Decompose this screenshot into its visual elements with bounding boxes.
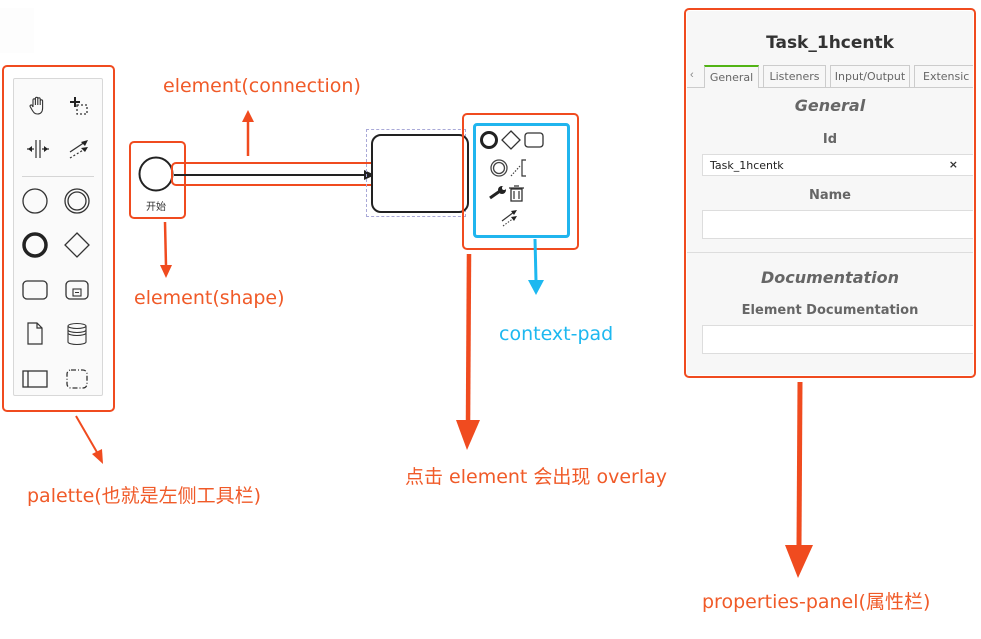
global-connect-tool[interactable] <box>64 134 94 164</box>
element-documentation-label: Element Documentation <box>741 303 919 318</box>
start-event-label: 开始 <box>146 202 166 213</box>
tab-general[interactable]: General <box>704 65 759 88</box>
start-event-icon <box>22 188 48 214</box>
group-icon <box>66 369 88 389</box>
palette-annotation: palette(也就是左侧工具栏) <box>27 485 262 507</box>
data-store-icon <box>67 322 87 346</box>
create-group[interactable] <box>62 364 92 394</box>
end-event-icon <box>22 232 48 258</box>
tabs-scroll-left[interactable]: ‹ <box>690 69 694 81</box>
task-icon <box>22 280 48 300</box>
lasso-tool[interactable] <box>64 91 94 121</box>
element-documentation-input[interactable] <box>702 325 973 354</box>
append-gateway-icon[interactable] <box>501 130 521 150</box>
append-intermediate-event-icon[interactable] <box>490 159 508 177</box>
context-pad-icons <box>480 130 544 227</box>
gateway-icon <box>64 232 90 258</box>
tab-extensions[interactable]: Extensic <box>914 65 973 87</box>
shape-highlight-box <box>129 141 186 219</box>
context-pad-arrow <box>528 238 544 295</box>
context-pad-annotation: context-pad <box>499 323 614 345</box>
overlay-highlight-box <box>462 113 579 250</box>
section-divider <box>687 252 973 253</box>
create-task[interactable] <box>20 275 50 305</box>
id-label: Id <box>822 132 838 147</box>
properties-title: Task_1hcentk <box>766 33 894 53</box>
create-start-event[interactable] <box>20 186 50 216</box>
id-input[interactable]: Task_1hcentk × <box>702 154 973 176</box>
connect-icon[interactable] <box>501 210 517 227</box>
task-shape[interactable] <box>371 134 469 213</box>
hand-tool-icon <box>29 96 44 115</box>
general-section-title: General <box>794 96 866 115</box>
create-intermediate-event[interactable] <box>62 186 92 216</box>
create-subprocess[interactable] <box>62 275 92 305</box>
space-tool-icon <box>27 140 49 158</box>
header-placeholder <box>0 8 34 53</box>
data-object-icon <box>27 322 43 345</box>
lasso-tool-icon <box>70 97 88 115</box>
clear-id-button[interactable]: × <box>948 158 958 171</box>
create-data-store[interactable] <box>62 319 92 349</box>
global-connect-tool-icon <box>69 140 88 159</box>
intermediate-event-icon <box>64 188 90 214</box>
properties-panel-highlight-box <box>684 8 976 378</box>
create-gateway[interactable] <box>62 230 92 260</box>
context-pad <box>473 123 570 238</box>
tab-listeners[interactable]: Listeners <box>763 65 826 87</box>
shape-annotation: element(shape) <box>134 287 285 309</box>
palette-highlight-box <box>2 65 115 412</box>
palette-separator <box>22 176 94 177</box>
palette <box>13 78 103 396</box>
overlay-annotation: 点击 element 会出现 overlay <box>405 466 668 488</box>
documentation-section-title: Documentation <box>760 268 900 287</box>
append-end-event-icon[interactable] <box>480 131 498 149</box>
create-pool[interactable] <box>20 364 50 394</box>
properties-panel-arrow <box>785 381 813 578</box>
append-task-icon[interactable] <box>524 132 544 148</box>
connection-arrow <box>242 110 254 156</box>
create-end-event[interactable] <box>20 230 50 260</box>
shape-arrow <box>160 221 172 278</box>
tab-input-output[interactable]: Input/Output <box>830 65 910 87</box>
properties-tabs: ‹ General Listeners Input/Output Extensi… <box>687 57 973 88</box>
id-value: Task_1hcentk <box>710 159 784 172</box>
properties-panel-annotation: properties-panel(属性栏) <box>702 591 931 613</box>
pool-icon <box>22 370 48 388</box>
overlay-arrow <box>456 253 480 450</box>
create-data-object[interactable] <box>20 319 50 349</box>
name-label: Name <box>808 188 851 203</box>
subprocess-icon <box>65 280 89 300</box>
append-text-annotation-icon[interactable] <box>510 159 526 177</box>
hand-tool[interactable] <box>23 91 53 121</box>
palette-arrow <box>75 415 103 464</box>
connection-highlight-box <box>171 162 378 186</box>
wrench-icon[interactable] <box>489 186 506 200</box>
space-tool[interactable] <box>23 134 53 164</box>
name-input[interactable] <box>702 210 973 239</box>
properties-panel: Task_1hcentk ‹ General Listeners Input/O… <box>687 11 973 375</box>
trash-icon[interactable] <box>509 185 524 202</box>
connection-annotation: element(connection) <box>163 75 361 97</box>
